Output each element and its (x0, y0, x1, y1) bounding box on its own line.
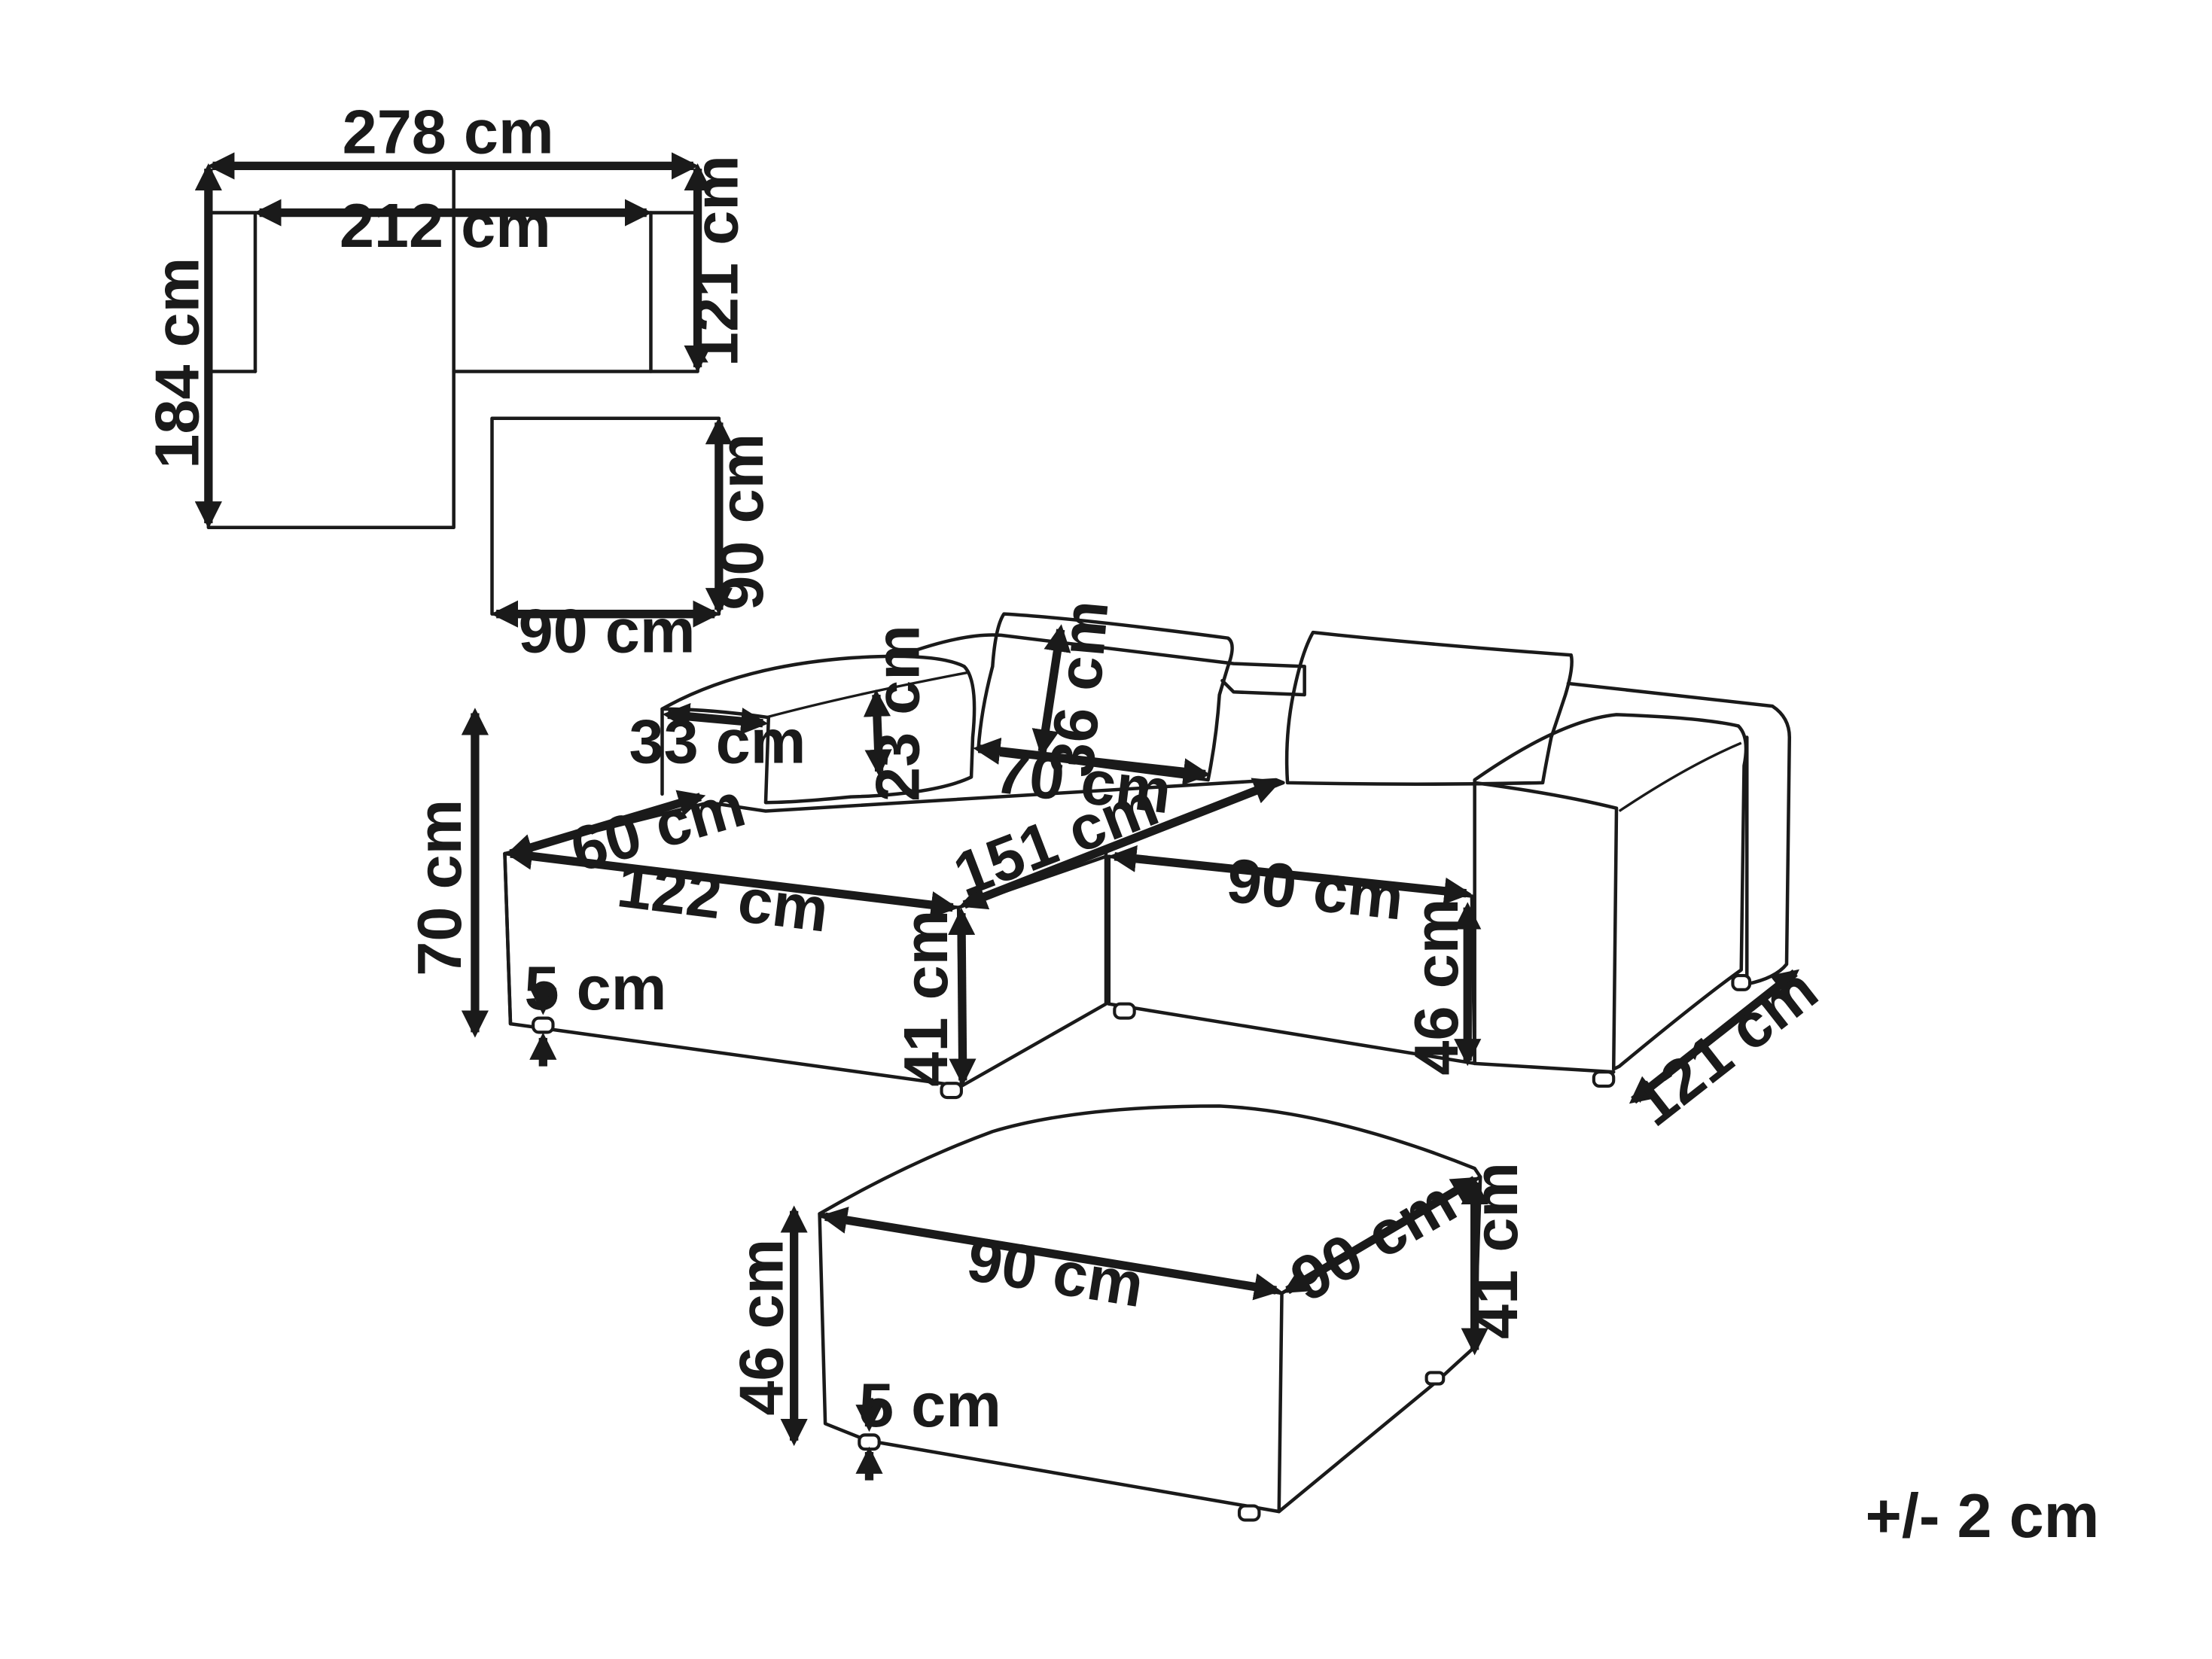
dim-section-length-arrow (958, 778, 1281, 910)
dim-cushion-width-arrow (973, 737, 1211, 786)
label-ottoman-width: 90 cm (519, 596, 696, 666)
chaise-left-edge (503, 851, 513, 1026)
left-armrest (660, 654, 977, 805)
tolerance-note: +/- 2 cm (1865, 1481, 2099, 1551)
dim-cushion-height-arrow (1031, 624, 1071, 757)
dim-seat-height-arrow (948, 907, 977, 1086)
label-overall-width: 278 cm (343, 96, 554, 166)
right-armrest (1473, 713, 1748, 1071)
label-ottoman-leg-height: 5 cm (859, 1370, 1001, 1440)
dim-ottoman-front-width-arrow (819, 1207, 1282, 1301)
dim-sofa-depth-arrow (1629, 969, 1799, 1104)
label-ottoman-seat-height: 41 cm (1461, 1162, 1531, 1339)
sofa-leg-3 (1113, 1002, 1136, 1020)
right-back-block (1566, 681, 1792, 986)
label-corner-width: 90 cm (1223, 845, 1406, 933)
label-ottoman-side-depth: 90 cm (1279, 1166, 1467, 1315)
right-armrest-bottom (1473, 1061, 1616, 1074)
label-ottoman-depth: 90 cm (706, 434, 776, 610)
label-ottoman-front-width: 90 cm (963, 1224, 1149, 1321)
dim-armrest-height-arrow (863, 689, 892, 777)
dim-chaise-length-arrow (504, 842, 958, 919)
back-cushion-right (1284, 630, 1574, 786)
label-armrest-width: 33 cm (629, 706, 806, 776)
top-view-sofa: 278 cm 212 cm 184 cm 121 cm (142, 96, 751, 530)
label-chaise-length: 122 cm (614, 850, 832, 945)
top-view-ottoman-outline (490, 416, 721, 616)
dim-corner-width-arrow (1109, 845, 1472, 905)
label-armrest-height: 23 cm (862, 625, 932, 802)
ottoman-leg-2 (1237, 1504, 1261, 1522)
sofa-perspective: 70 cm 33 cm 23 cm 36 cm 70 cm 60 cm 122 … (404, 598, 1830, 1140)
label-inner-width: 212 cm (340, 190, 551, 260)
label-sofa-leg-height: 5 cm (525, 953, 667, 1023)
sofa-leg-1 (532, 1016, 555, 1034)
sofa-leg-4 (1592, 1070, 1616, 1088)
top-view-ottoman: 90 cm 90 cm (490, 416, 776, 666)
left-armrest-top-edge (765, 671, 970, 719)
dim-armrest-width-arrow (662, 702, 769, 735)
sofa-backrest (900, 633, 1306, 697)
label-sofa-height: 70 cm (404, 799, 474, 976)
ottoman-perspective: 90 cm 90 cm 46 cm 41 cm 5 cm (727, 1104, 1531, 1522)
label-seat-height-right: 46 cm (1401, 899, 1471, 1076)
ottoman-leg-3 (1424, 1371, 1446, 1386)
ottoman-top (818, 1104, 1482, 1295)
label-seat-depth: 121 cm (681, 155, 751, 367)
label-ottoman-height: 46 cm (727, 1239, 797, 1416)
right-armrest-top-edge (1618, 741, 1742, 812)
label-seat-height: 41 cm (891, 910, 961, 1087)
label-cushion-height: 36 cm (1037, 598, 1122, 780)
dim-ottoman-side-depth-arrow (1282, 1176, 1479, 1295)
label-overall-depth: 184 cm (142, 257, 212, 469)
